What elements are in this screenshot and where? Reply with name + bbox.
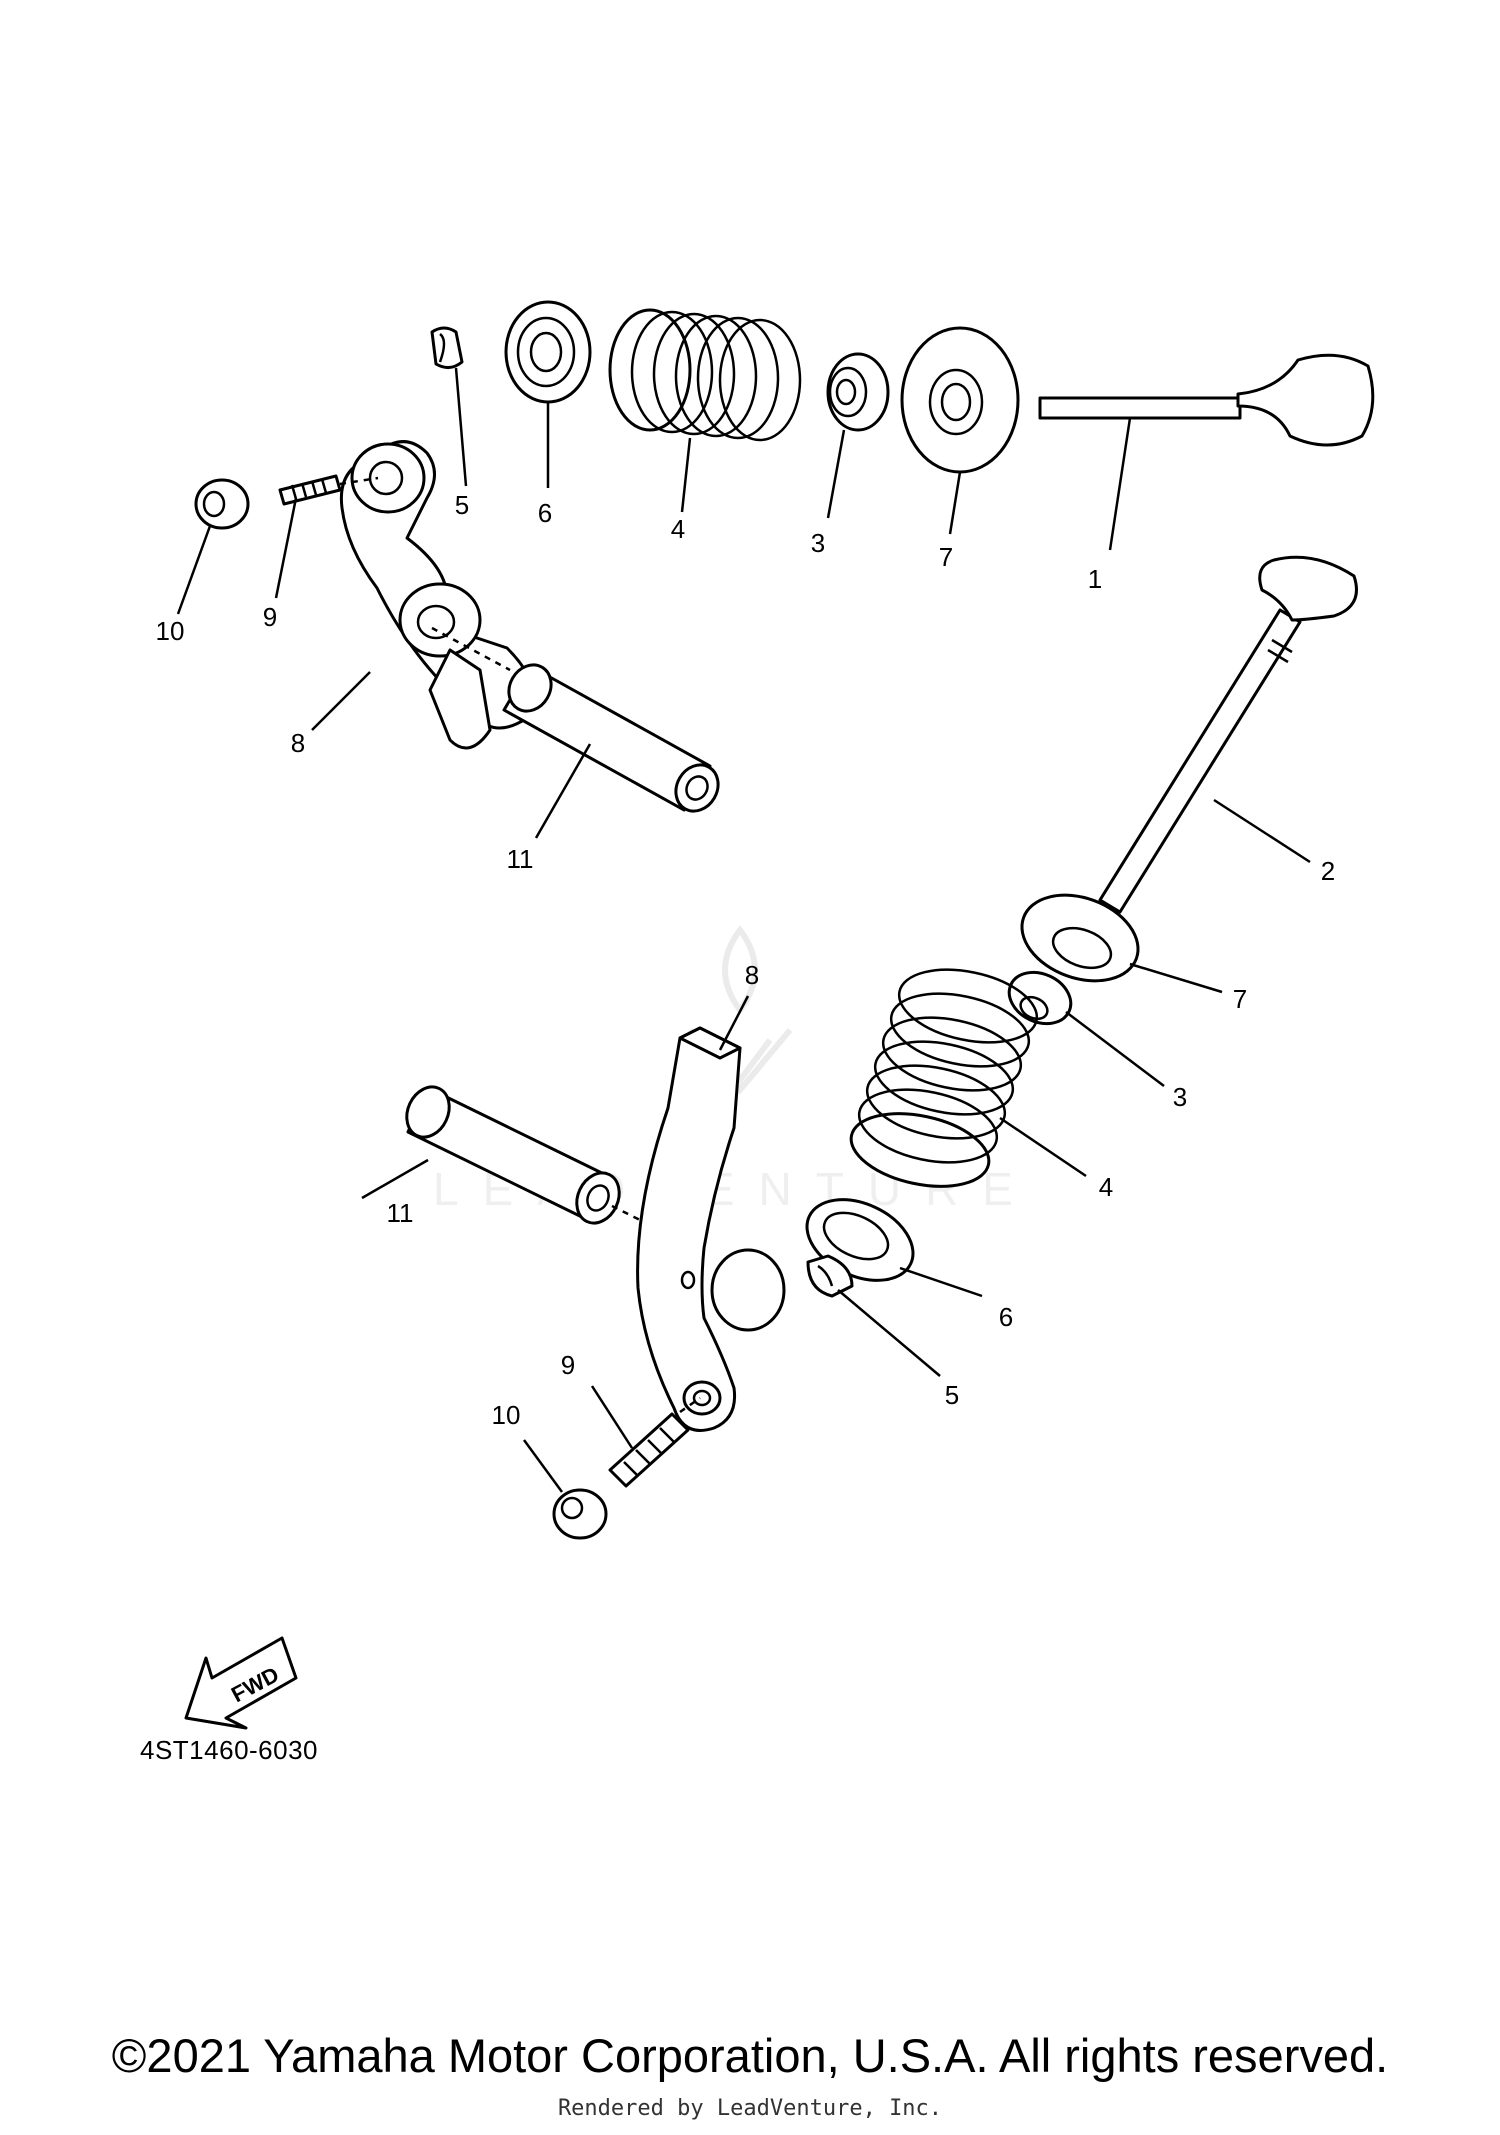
callouts-bottom: 2 7 3 4 6 5 8 11 9 10 <box>387 856 1336 1430</box>
callout-10: 10 <box>156 616 185 646</box>
locknut-top[interactable] <box>194 478 250 530</box>
callout-11: 11 <box>387 1198 414 1228</box>
valve-spring-top[interactable] <box>608 308 802 442</box>
adjusting-screw-bottom[interactable] <box>608 1396 701 1488</box>
leader-lines-top <box>176 367 1132 839</box>
callout-3: 3 <box>1173 1082 1187 1112</box>
oil-seal-top[interactable] <box>826 352 890 432</box>
spring-seat-bottom[interactable] <box>1010 880 1150 996</box>
callout-3: 3 <box>811 528 825 558</box>
rocker-shaft-bottom[interactable] <box>399 1080 641 1230</box>
callouts-top: 1 3 4 5 6 7 8 9 10 11 <box>156 490 1103 874</box>
callout-9: 9 <box>263 602 277 632</box>
drawing-code: 4ST1460-6030 <box>140 1735 319 1765</box>
rocker-arm-bottom[interactable] <box>636 1026 786 1432</box>
callout-9: 9 <box>561 1350 575 1380</box>
copyright-notice: ©2021 Yamaha Motor Corporation, U.S.A. A… <box>111 2029 1389 2082</box>
spring-seat-top[interactable] <box>900 326 1020 474</box>
callout-6: 6 <box>999 1302 1013 1332</box>
valve-cotter-bottom[interactable] <box>806 1254 854 1298</box>
callout-2: 2 <box>1321 856 1335 886</box>
callout-4: 4 <box>1099 1172 1113 1202</box>
callout-5: 5 <box>455 490 469 520</box>
valve-spring-bottom[interactable] <box>844 958 1043 1198</box>
callout-7: 7 <box>1233 984 1247 1014</box>
locknut-bottom[interactable] <box>552 1488 608 1540</box>
adjusting-screw-top[interactable] <box>278 474 379 506</box>
callout-8: 8 <box>291 728 305 758</box>
rocker-shaft-top[interactable] <box>431 626 726 819</box>
callout-4: 4 <box>671 514 685 544</box>
callout-7: 7 <box>939 542 953 572</box>
fwd-arrow-icon: FWD <box>184 1636 298 1730</box>
callout-1: 1 <box>1088 564 1102 594</box>
callout-10: 10 <box>492 1400 521 1430</box>
callout-11: 11 <box>507 844 534 874</box>
callout-8: 8 <box>745 960 759 990</box>
valve-top[interactable] <box>1038 353 1375 447</box>
leader-lines-bottom <box>361 798 1311 1493</box>
rendered-by-credit: Rendered by LeadVenture, Inc. <box>557 2096 943 2121</box>
valve-cotter-top[interactable] <box>430 326 464 369</box>
spring-retainer-top[interactable] <box>504 300 592 404</box>
rocker-arm-top[interactable] <box>339 440 536 750</box>
callout-5: 5 <box>945 1380 959 1410</box>
valve-bottom[interactable] <box>1098 555 1358 914</box>
callout-6: 6 <box>538 498 552 528</box>
